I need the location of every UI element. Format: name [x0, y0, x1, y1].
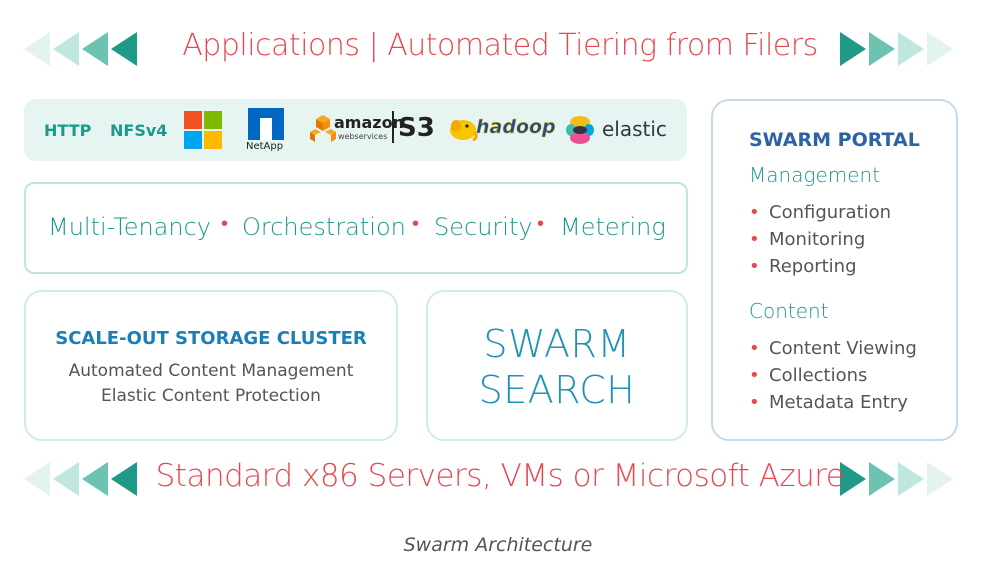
aws-divider: [392, 111, 394, 143]
service-orchestration: Orchestration: [242, 213, 406, 241]
chevron-right-icon: [898, 32, 924, 66]
left-arrows-bottom: [24, 462, 137, 498]
s3-label: S3: [398, 113, 435, 143]
chevron-left-icon: [111, 32, 137, 66]
windows-logo-icon: [184, 111, 222, 149]
netapp-label: NetApp: [246, 141, 284, 152]
diagram-caption: Swarm Architecture: [403, 534, 593, 556]
portal-list-item: •Metadata Entry: [749, 392, 908, 413]
chevron-left-icon: [24, 462, 50, 496]
bullet-icon: •: [749, 256, 760, 277]
chevron-left-icon: [82, 462, 108, 496]
chevron-left-icon: [53, 32, 79, 66]
swarm-search-box: SWARM SEARCH: [426, 290, 688, 441]
bullet-icon: •: [749, 229, 760, 250]
aws-cubes-icon: [310, 115, 336, 142]
portal-section-management: Management: [749, 163, 881, 187]
left-arrows-top: [24, 32, 137, 68]
service-security: Security: [434, 213, 533, 241]
http-label: HTTP: [44, 121, 92, 140]
portal-title: SWARM PORTAL: [749, 129, 920, 151]
service-multi-tenancy: Multi-Tenancy: [48, 213, 211, 241]
portal-section-content: Content: [749, 299, 829, 323]
nfs-label: NFSv4: [110, 121, 168, 140]
service-separator: •: [537, 213, 545, 235]
portal-list-item: •Configuration: [749, 202, 892, 223]
portal-list-item: •Collections: [749, 365, 868, 386]
hadoop-label: hadoop: [476, 116, 556, 139]
chevron-right-icon: [869, 462, 895, 496]
chevron-right-icon: [927, 32, 953, 66]
bullet-icon: •: [749, 365, 760, 386]
chevron-right-icon: [898, 462, 924, 496]
bullet-icon: •: [749, 392, 760, 413]
portal-list-item: •Monitoring: [749, 229, 866, 250]
chevron-left-icon: [24, 32, 50, 66]
protocol-bar: HTTP NFSv4 NetApp amazon webservices S3 …: [24, 99, 687, 161]
storage-cluster-box: SCALE-OUT STORAGE CLUSTER Automated Cont…: [24, 290, 398, 441]
chevron-right-icon: [869, 32, 895, 66]
amazon-webservices-label: webservices: [338, 132, 388, 141]
elastic-logo-icon: [566, 116, 594, 144]
amazon-label: amazon: [334, 113, 404, 132]
service-metering: Metering: [560, 213, 666, 241]
search-title-line: SEARCH: [478, 368, 636, 412]
chevron-left-icon: [111, 462, 137, 496]
portal-list-item: •Content Viewing: [749, 338, 917, 359]
netapp-logo-icon: [248, 108, 284, 140]
chevron-right-icon: [840, 462, 866, 496]
portal-list-item: •Reporting: [749, 256, 857, 277]
cluster-feature: Automated Content Management: [68, 361, 354, 381]
service-separator: •: [412, 213, 420, 235]
right-arrows-top: [840, 32, 953, 68]
bullet-icon: •: [749, 202, 760, 223]
elastic-label: elastic: [602, 117, 667, 141]
bullet-icon: •: [749, 338, 760, 359]
hadoop-elephant-icon: [450, 120, 478, 142]
right-arrows-bottom: [840, 462, 953, 498]
search-title-line: SWARM: [483, 322, 631, 366]
chevron-left-icon: [53, 462, 79, 496]
services-box: Multi-Tenancy • Orchestration • Security…: [24, 182, 688, 274]
cluster-title: SCALE-OUT STORAGE CLUSTER: [55, 328, 367, 349]
infrastructure-banner: Standard x86 Servers, VMs or Microsoft A…: [155, 458, 845, 494]
chevron-right-icon: [927, 462, 953, 496]
chevron-left-icon: [82, 32, 108, 66]
service-separator: •: [221, 213, 229, 235]
chevron-right-icon: [840, 32, 866, 66]
applications-banner: Applications | Automated Tiering from Fi…: [182, 28, 818, 63]
cluster-feature: Elastic Content Protection: [101, 386, 321, 406]
swarm-portal-box: SWARM PORTAL Management •Configuration •…: [711, 99, 958, 441]
